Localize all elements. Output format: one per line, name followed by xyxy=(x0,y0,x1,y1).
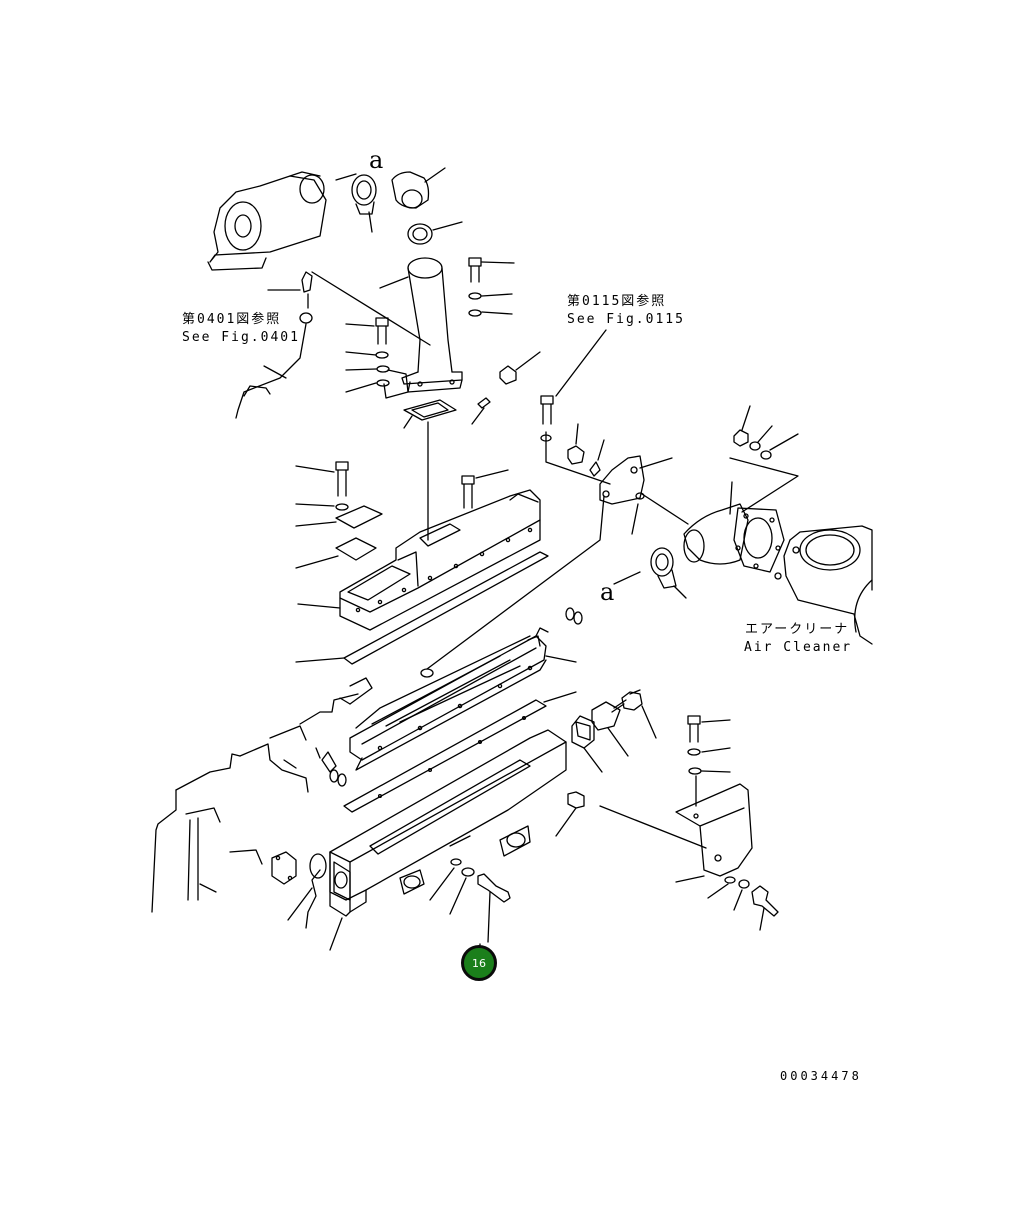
o-rings xyxy=(315,747,347,787)
ref-letter-a-2: a xyxy=(600,578,615,606)
washers-upper xyxy=(468,292,513,317)
hose-clamp-right xyxy=(650,547,687,599)
ref-a-arrow xyxy=(335,173,357,181)
side-cover xyxy=(571,701,629,773)
bracket xyxy=(545,431,673,535)
intake-elbow xyxy=(641,457,799,573)
ref-letter-a: a xyxy=(369,146,384,174)
ref-a-arrow-2 xyxy=(613,571,641,585)
air-box-gasket xyxy=(295,495,605,678)
cover-plate xyxy=(295,461,509,569)
fig0115-jp-label: 第0115図参照 xyxy=(567,294,667,309)
elbow-hardware xyxy=(733,405,799,460)
clamp-ring xyxy=(407,221,463,245)
air-cleaner-en-label: Air Cleaner xyxy=(744,640,853,655)
aftercooler-case xyxy=(287,729,567,951)
air-box xyxy=(297,421,541,631)
fig0401-jp-label: 第0401図参照 xyxy=(182,312,282,327)
sensor-wire xyxy=(235,271,431,419)
turbocharger xyxy=(207,171,327,271)
fig0115-leader xyxy=(555,329,607,397)
lower-bolt xyxy=(429,858,511,943)
part-callout-16[interactable]: 16 xyxy=(461,945,497,981)
pipe-gasket xyxy=(403,397,491,429)
fig0115-en-label: See Fig.0115 xyxy=(567,312,685,327)
bracket-bolt xyxy=(540,395,605,477)
hose-clamp xyxy=(351,174,377,233)
fig0401-en-label: See Fig.0401 xyxy=(182,330,300,345)
aftercooler-core xyxy=(339,607,583,771)
side-plate-left xyxy=(271,851,297,885)
document-number: 00034478 xyxy=(780,1069,862,1083)
nut xyxy=(499,351,541,385)
engine-block xyxy=(151,677,373,913)
rubber-elbow xyxy=(391,167,446,209)
flange-bolt xyxy=(468,257,515,283)
support-bracket xyxy=(675,715,779,931)
flange-bolt-right xyxy=(611,689,657,739)
drain-plug xyxy=(555,791,707,849)
intake-pipe xyxy=(379,257,463,393)
air-cleaner-jp-label: エアークリーナ xyxy=(745,622,850,637)
cooler-gasket xyxy=(343,691,577,813)
air-cleaner xyxy=(774,525,873,645)
left-bolt xyxy=(345,317,409,399)
